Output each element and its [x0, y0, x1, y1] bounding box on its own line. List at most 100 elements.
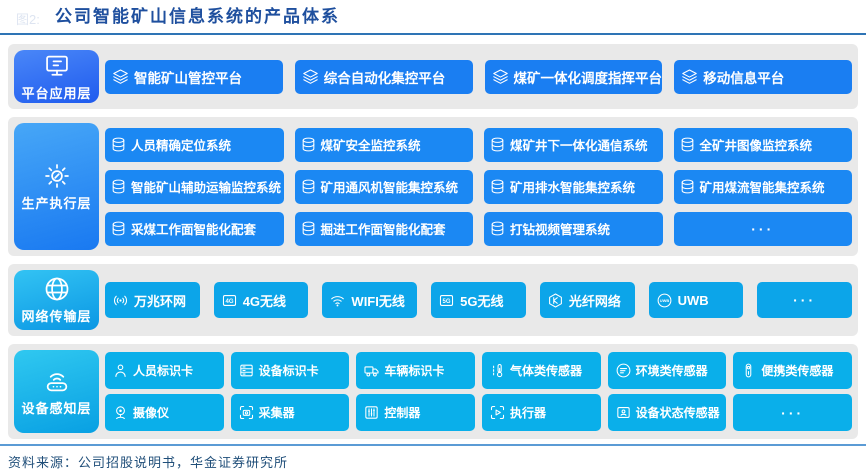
layers-icon	[681, 68, 698, 85]
chip-environment-sensor: 环境类传感器	[607, 352, 727, 389]
chip-label: 综合自动化集控平台	[323, 70, 446, 86]
chip-5g-wireless: 5G无线	[431, 282, 526, 318]
chip-controller: 控制器	[356, 394, 475, 431]
chip-label: WIFI无线	[351, 293, 405, 309]
chip-more-systems: ···	[673, 211, 852, 246]
database-icon	[489, 178, 506, 195]
database-icon	[110, 136, 127, 153]
gas-sensor-icon	[489, 362, 506, 379]
chip-label: 4G无线	[242, 293, 287, 309]
chip-label: 智能矿山管控平台	[134, 70, 242, 86]
chip-label: 万兆环网	[134, 293, 187, 309]
bottom-divider	[0, 444, 866, 446]
collector-icon	[238, 404, 255, 421]
band-production-execution-layer: 生产执行层 人员精确定位系统 煤矿安全监控系统 煤矿井下一体化通信系统 全矿井图…	[8, 117, 858, 256]
layers-icon	[492, 68, 509, 85]
chip-collector: 采集器	[230, 394, 350, 431]
chip-label: 人员标识卡	[133, 364, 194, 378]
chip-label: 矿用煤流智能集控系统	[699, 181, 825, 195]
chip-label: 打钻视频管理系统	[510, 223, 611, 237]
chip-10g-ring-network: 万兆环网	[105, 282, 200, 318]
chip-personnel-tag: 人员标识卡	[105, 352, 224, 389]
chip-label: UWB	[677, 292, 709, 308]
actuator-icon	[489, 404, 506, 421]
fiber-network-icon	[547, 292, 564, 309]
database-icon	[300, 178, 317, 195]
title-divider	[0, 33, 866, 35]
globe-icon	[43, 275, 71, 303]
controller-icon	[363, 404, 380, 421]
database-icon	[300, 220, 317, 237]
band-chip-grid: 万兆环网 4G无线 WIFI无线 5G无线 光纤网络 UWB ···	[105, 270, 852, 330]
ellipsis-label: ···	[751, 220, 775, 237]
chip-excavation-face-smart-support: 掘进工作面智能化配套	[294, 211, 473, 246]
device-status-icon	[615, 404, 632, 421]
band-label-text: 设备感知层	[21, 400, 92, 416]
chip-uwb: UWB	[648, 282, 744, 318]
band-label-network-transmission: 网络传输层	[14, 270, 99, 330]
chip-label: 控制器	[384, 406, 421, 420]
ellipsis-label: ···	[793, 292, 817, 308]
database-icon	[489, 220, 506, 237]
chip-label: 掘进工作面智能化配套	[320, 223, 446, 237]
chip-device-tag: 设备标识卡	[230, 352, 350, 389]
chip-label: 设备状态传感器	[635, 406, 720, 420]
band-label-production-execution: 生产执行层	[14, 123, 99, 250]
uwb-icon	[656, 292, 673, 309]
chip-actuator: 执行器	[481, 394, 601, 431]
chip-more-devices: ···	[733, 394, 852, 431]
ellipsis-label: ···	[781, 404, 805, 421]
router-wifi-icon	[43, 367, 71, 395]
layers-icon	[112, 68, 129, 85]
chip-underground-communication-system: 煤矿井下一体化通信系统	[484, 127, 663, 162]
person-badge-icon	[112, 362, 129, 379]
figure-title: 公司智能矿山信息系统的产品体系	[55, 7, 340, 26]
chip-wifi-wireless: WIFI无线	[322, 282, 418, 318]
chip-device-status-sensor: 设备状态传感器	[607, 394, 727, 431]
source-note: 资料来源：公司招股说明书，华金证券研究所	[8, 455, 289, 470]
chip-label: 5G无线	[460, 293, 504, 309]
chip-personnel-positioning-system: 人员精确定位系统	[105, 127, 284, 162]
band-chip-grid: 人员精确定位系统 煤矿安全监控系统 煤矿井下一体化通信系统 全矿井图像监控系统 …	[105, 123, 852, 250]
chip-gas-sensor: 气体类传感器	[481, 352, 601, 389]
chip-mobile-info-platform: 移动信息平台	[674, 59, 852, 94]
chip-label: 执行器	[509, 406, 546, 420]
band-network-transmission-layer: 网络传输层 万兆环网 4G无线 WIFI无线 5G无线 光纤网络 UWB ···	[8, 264, 858, 336]
band-label-text: 平台应用层	[21, 85, 92, 101]
chip-4g-wireless: 4G无线	[213, 282, 309, 318]
monitor-icon	[43, 52, 71, 80]
truck-icon	[363, 362, 380, 379]
chip-label: 全矿井图像监控系统	[699, 139, 813, 153]
chip-label: 摄像仪	[133, 406, 170, 420]
5g-badge-icon	[438, 292, 455, 309]
chip-coal-face-smart-support: 采煤工作面智能化配套	[105, 211, 284, 246]
chip-mine-drainage-control-system: 矿用排水智能集控系统	[484, 169, 663, 204]
chip-more-networks: ···	[757, 282, 852, 318]
chip-label: 设备标识卡	[258, 364, 319, 378]
band-label-text: 生产执行层	[21, 195, 92, 211]
figure-header: 图2: 公司智能矿山信息系统的产品体系	[0, 0, 866, 30]
chip-portable-sensor: 便携类传感器	[733, 352, 852, 389]
band-label-text: 网络传输层	[21, 309, 92, 324]
chip-label: 矿用排水智能集控系统	[510, 181, 636, 195]
chip-coal-flow-control-system: 矿用煤流智能集控系统	[673, 169, 852, 204]
chip-label: 气体类传感器	[509, 364, 582, 378]
chip-label: 环境类传感器	[635, 364, 708, 378]
chip-label: 人员精确定位系统	[131, 139, 232, 153]
portable-sensor-icon	[740, 362, 757, 379]
4g-badge-icon	[221, 292, 238, 309]
chip-smart-mine-mgmt-platform: 智能矿山管控平台	[105, 59, 283, 94]
database-icon	[679, 136, 696, 153]
diagram: 平台应用层 智能矿山管控平台 综合自动化集控平台 煤矿一体化调度指挥平台 移动信…	[0, 35, 866, 439]
chip-coal-mine-dispatch-platform: 煤矿一体化调度指挥平台	[484, 59, 663, 94]
database-icon	[110, 178, 127, 195]
chip-label: 煤矿井下一体化通信系统	[510, 139, 648, 153]
chip-auxiliary-transport-monitoring-system: 智能矿山辅助运输监控系统	[105, 169, 284, 204]
band-platform-application-layer: 平台应用层 智能矿山管控平台 综合自动化集控平台 煤矿一体化调度指挥平台 移动信…	[8, 44, 858, 109]
chip-label: 矿用通风机智能集控系统	[320, 181, 459, 195]
chip-mine-image-monitoring-system: 全矿井图像监控系统	[673, 127, 852, 162]
band-label-platform-application: 平台应用层	[14, 50, 99, 103]
chip-drilling-video-mgmt-system: 打钻视频管理系统	[484, 211, 663, 246]
chip-fiber-network: 光纤网络	[539, 282, 635, 318]
band-chip-grid: 人员标识卡 设备标识卡 车辆标识卡 气体类传感器 环境类传感器 便携类传感器 摄…	[105, 350, 852, 433]
